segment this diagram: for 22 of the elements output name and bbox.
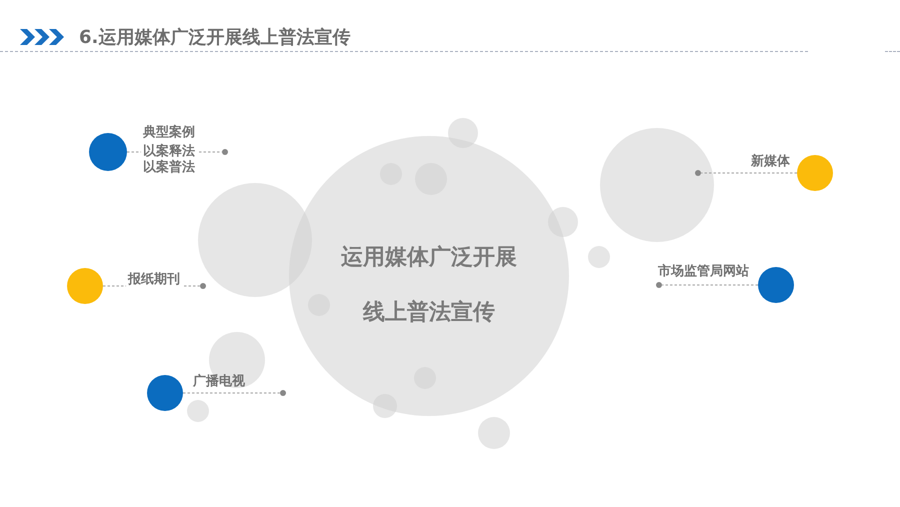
leader-line [182, 392, 280, 394]
item-label: 报纸期刊 [126, 272, 182, 288]
end-dot [222, 148, 228, 156]
end-dot [656, 282, 662, 288]
leader-line [700, 172, 798, 174]
filled-circle [797, 155, 833, 191]
item-label: 广播电视 [193, 374, 245, 390]
item-label: 以案释法 [141, 144, 197, 160]
center-text: 运用媒体广泛开展线上普法宣传 [340, 244, 518, 327]
item-label: 典型案例 [143, 125, 195, 141]
end-dot [694, 170, 702, 176]
slide-title: 6.运用媒体广泛开展线上普法宣传 [79, 27, 350, 49]
end-dot [200, 282, 206, 290]
filled-circle [147, 375, 183, 411]
item-label: 市场监管局网站 [658, 264, 749, 280]
end-dot [280, 390, 286, 396]
filled-circle [89, 133, 127, 171]
filled-circle [758, 267, 794, 303]
item-label: 新媒体 [751, 154, 790, 170]
filled-circle [67, 268, 103, 304]
leader-line [662, 284, 758, 286]
item-label: 以案普法 [143, 160, 195, 176]
